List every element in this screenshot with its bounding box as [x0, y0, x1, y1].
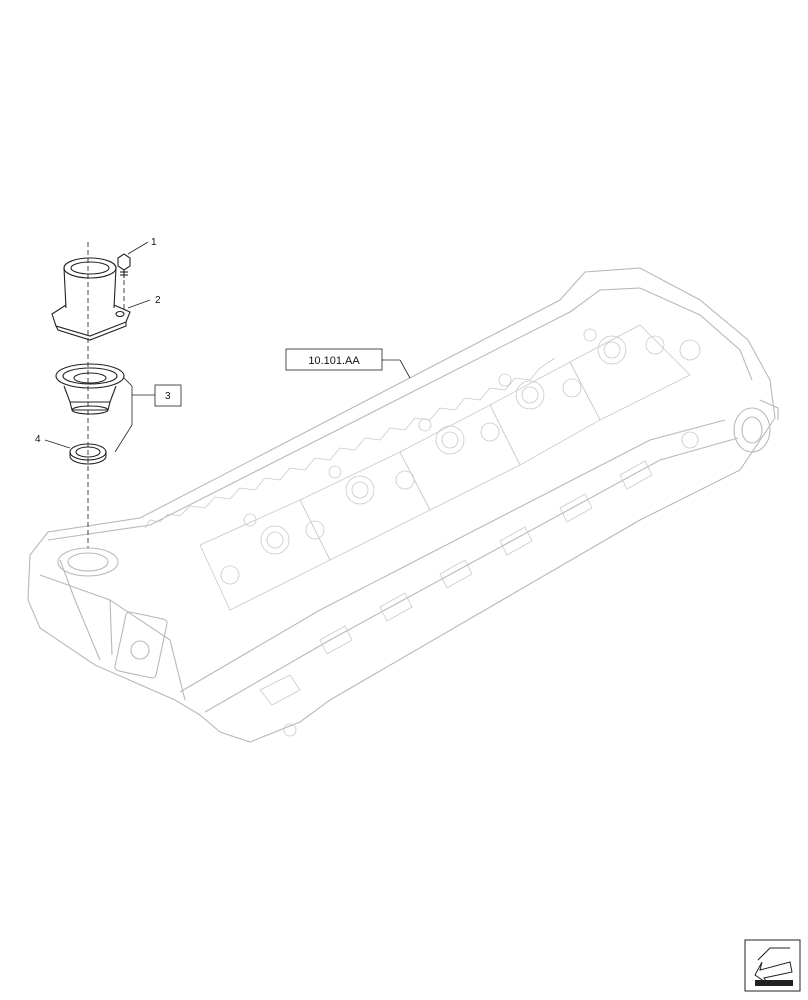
previous-page-arrow-icon[interactable] [744, 939, 801, 992]
callout-3-box [154, 384, 182, 407]
bolt-part [117, 241, 149, 310]
thermostat-part [55, 363, 133, 453]
thermostat-housing-part [51, 257, 151, 341]
seal-ring-part [44, 439, 107, 465]
reference-callout[interactable]: 10.101.AA [285, 348, 411, 379]
callout-3: 3 [165, 391, 171, 402]
reference-label: 10.101.AA [308, 355, 360, 367]
callout-2: 2 [155, 295, 161, 306]
cylinder-head [27, 267, 779, 743]
callout-1: 1 [151, 237, 157, 248]
callout-4: 4 [35, 434, 41, 445]
